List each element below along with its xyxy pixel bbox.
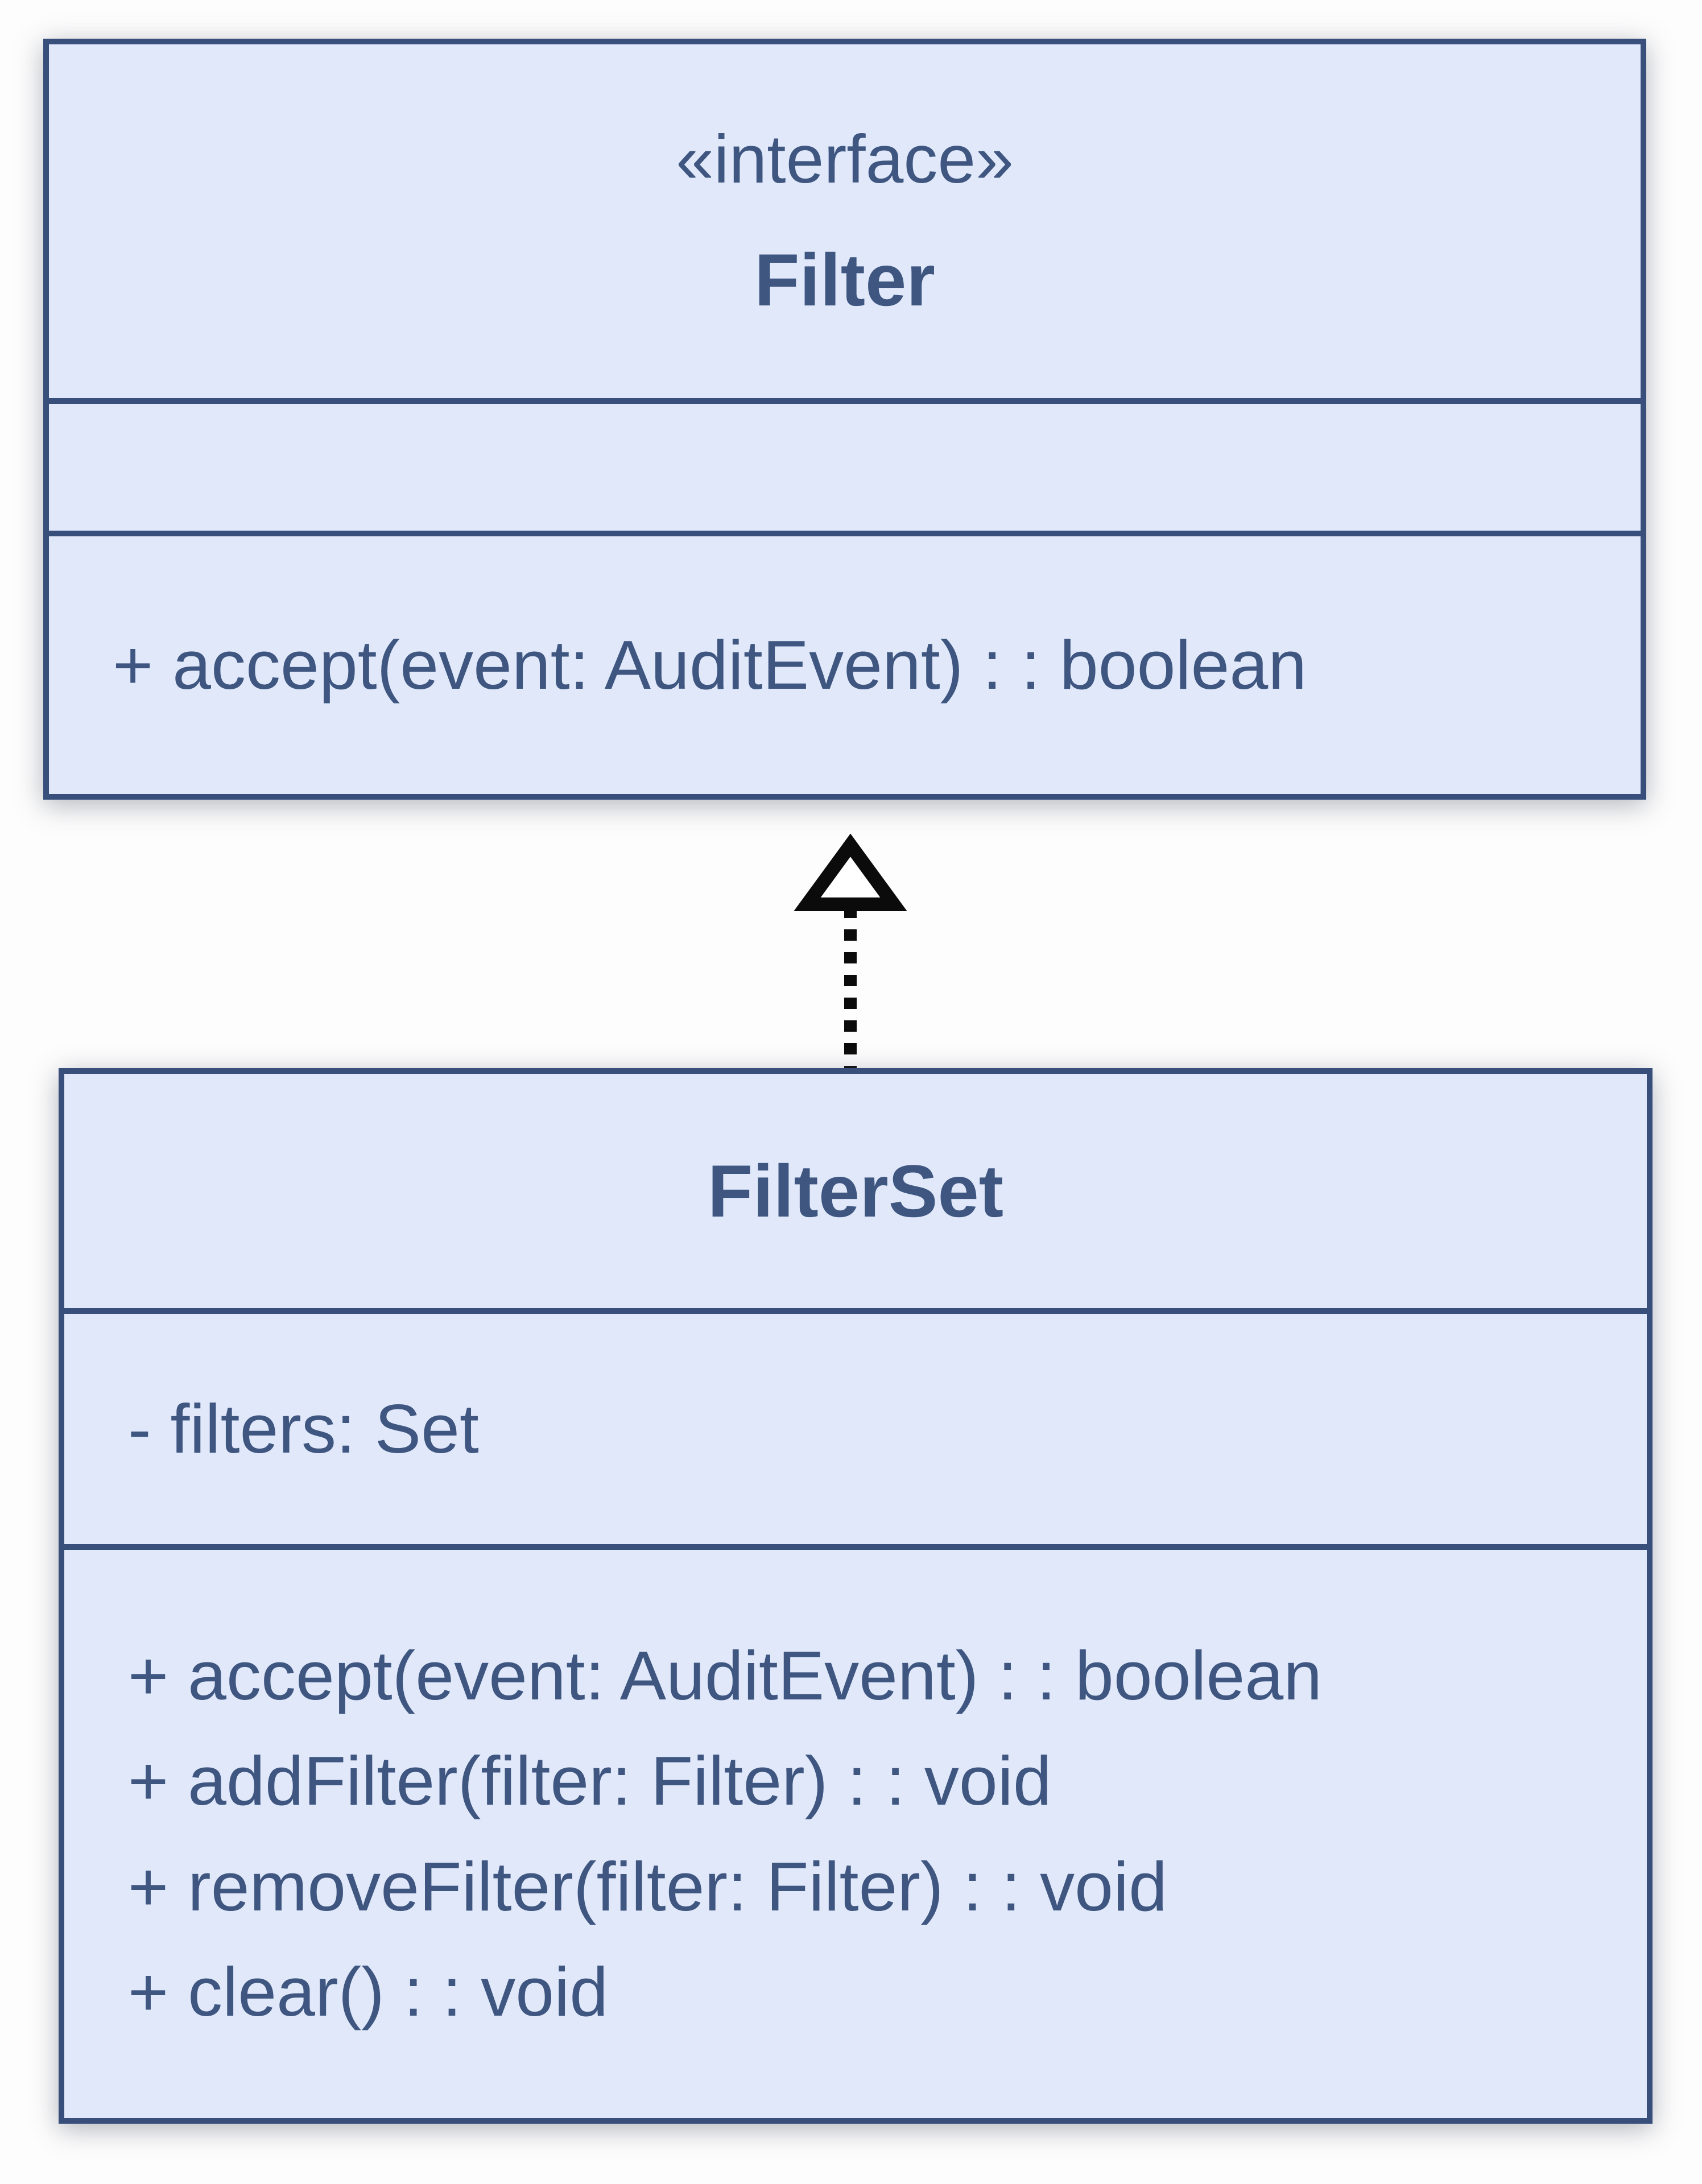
filter-title-compartment: «interface» Filter: [49, 44, 1641, 404]
filter-method-accept: + accept(event: AuditEvent) : : boolean: [113, 626, 1307, 704]
filter-class-name: Filter: [754, 238, 935, 321]
filterset-method-clear: + clear() : : void: [128, 1953, 609, 2030]
hollow-triangle-arrowhead-icon: [794, 833, 907, 911]
realization-arrow: [794, 833, 907, 1069]
class-box-filterset: FilterSet - filters: Set + accept(event:…: [59, 1068, 1653, 2124]
filterset-method-accept: + accept(event: AuditEvent) : : boolean: [128, 1636, 1323, 1714]
filter-attributes-compartment: [49, 404, 1641, 536]
filter-methods-compartment: + accept(event: AuditEvent) : : boolean: [49, 536, 1641, 794]
class-box-filter: «interface» Filter + accept(event: Audit…: [43, 39, 1646, 800]
filterset-title-compartment: FilterSet: [64, 1074, 1647, 1314]
filterset-attribute-filters: - filters: Set: [128, 1389, 479, 1467]
filterset-method-addfilter: + addFilter(filter: Filter) : : void: [128, 1742, 1052, 1820]
filterset-attributes-compartment: - filters: Set: [64, 1314, 1647, 1550]
filterset-methods-compartment: + accept(event: AuditEvent) : : boolean …: [64, 1550, 1647, 2118]
filterset-method-removefilter: + removeFilter(filter: Filter) : : void: [128, 1847, 1167, 1925]
filterset-class-name: FilterSet: [707, 1149, 1004, 1232]
filter-stereotype: «interface»: [676, 121, 1014, 197]
